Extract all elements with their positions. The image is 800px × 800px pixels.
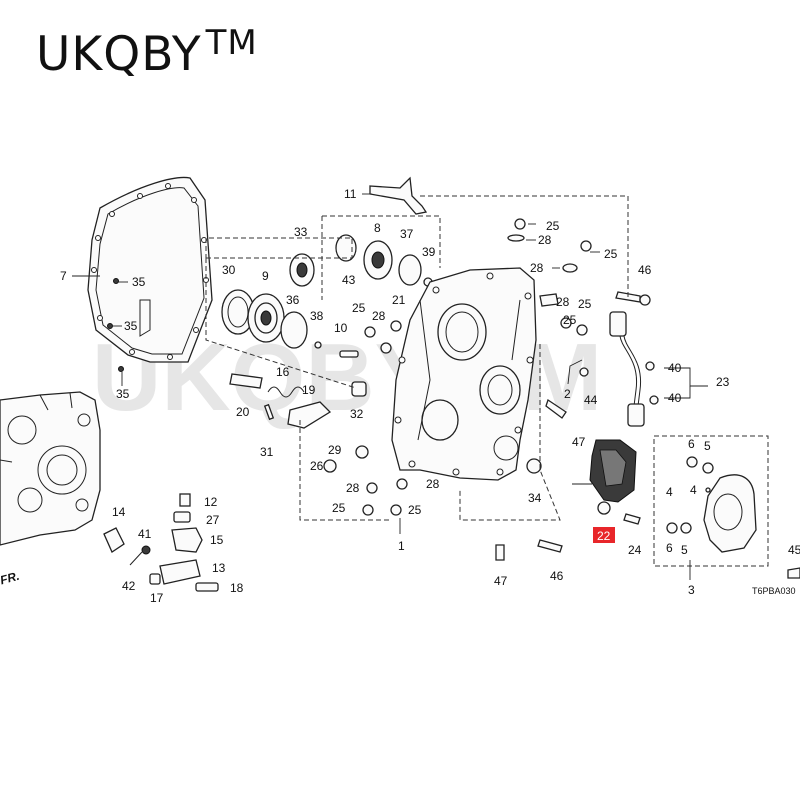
label-23: 23 [716, 375, 730, 389]
label-28e: 28 [346, 481, 360, 495]
cover-bolts [323, 218, 651, 561]
label-43: 43 [342, 273, 356, 287]
gasket [87, 176, 213, 363]
shift-parts [229, 373, 332, 429]
label-13: 13 [212, 561, 226, 575]
label-5a: 5 [704, 439, 711, 453]
label-16: 16 [276, 365, 290, 379]
label-25e: 25 [332, 501, 346, 515]
label-1: 1 [398, 539, 405, 553]
part-labels: 1 2 3 4 4 5 5 6 6 7 8 9 10 11 12 13 14 1… [60, 187, 800, 605]
label-47b: 47 [494, 574, 508, 588]
label-20: 20 [236, 405, 250, 419]
label-35a: 35 [132, 275, 146, 289]
label-25a: 25 [546, 219, 560, 233]
brand-trademark: TM [205, 23, 258, 63]
label-35b: 35 [124, 319, 138, 333]
label-2: 2 [564, 387, 571, 401]
gasket-bolt-holes [91, 183, 209, 360]
label-29: 29 [328, 443, 342, 457]
right-cover [703, 474, 757, 553]
label-11: 11 [344, 187, 357, 201]
label-6b: 6 [666, 541, 673, 555]
label-42: 42 [122, 579, 136, 593]
front-direction-label: FR. [0, 569, 21, 588]
lever-assembly [103, 493, 219, 592]
label-19: 19 [302, 383, 316, 397]
gasket-inner-edge [95, 187, 205, 355]
sensor-22 [589, 439, 637, 515]
wire-harness [609, 311, 659, 427]
label-9: 9 [262, 269, 269, 283]
label-28c: 28 [556, 295, 570, 309]
right-cover-details [666, 456, 800, 579]
label-25f: 25 [408, 503, 422, 517]
label-7: 7 [60, 269, 67, 283]
label-31: 31 [260, 445, 274, 459]
label-8: 8 [374, 221, 381, 235]
label-25c: 25 [578, 297, 592, 311]
breather-tube [369, 176, 428, 215]
label-17: 17 [150, 591, 164, 605]
label-24: 24 [628, 543, 642, 557]
label-38: 38 [310, 309, 324, 323]
label-46b: 46 [550, 569, 564, 583]
label-26: 26 [310, 459, 324, 473]
label-40b: 40 [668, 391, 682, 405]
highlighted-part-label: 22 [597, 529, 611, 543]
label-44: 44 [584, 393, 598, 407]
label-30: 30 [222, 263, 236, 277]
diagram-code: T6PBA030 [752, 586, 796, 596]
label-12: 12 [204, 495, 218, 509]
label-40a: 40 [668, 361, 682, 375]
highlight-box [593, 527, 615, 543]
label-41: 41 [138, 527, 152, 541]
label-28b: 28 [530, 261, 544, 275]
label-39: 39 [422, 245, 436, 259]
label-33: 33 [294, 225, 308, 239]
label-35c: 35 [116, 387, 130, 401]
label-28a: 28 [538, 233, 552, 247]
label-10: 10 [334, 321, 348, 335]
label-4b: 4 [690, 483, 697, 497]
label-27: 27 [206, 513, 220, 527]
side-cover-details [394, 272, 534, 476]
brand-name: UKQBY [36, 27, 202, 82]
label-3: 3 [688, 583, 695, 597]
label-36: 36 [286, 293, 300, 307]
label-47a: 47 [572, 435, 586, 449]
label-34: 34 [528, 491, 542, 505]
label-21: 21 [392, 293, 406, 307]
label-5b: 5 [681, 543, 688, 557]
label-25g: 25 [563, 313, 577, 327]
group-boxes [205, 195, 769, 567]
gasket-pin-a [113, 278, 119, 284]
label-37: 37 [400, 227, 414, 241]
gasket-pin-b [107, 323, 113, 329]
label-25b: 25 [604, 247, 618, 261]
label-28f: 28 [426, 477, 440, 491]
label-46a: 46 [638, 263, 652, 277]
gasket-tab [139, 299, 151, 337]
label-28d: 28 [372, 309, 386, 323]
label-4a: 4 [666, 485, 673, 499]
label-14: 14 [112, 505, 126, 519]
leader-lines [72, 193, 708, 580]
housing-details [0, 392, 91, 513]
bearings-and-seals [221, 234, 433, 397]
label-25d: 25 [352, 301, 366, 315]
gasket-pin-c [118, 366, 124, 372]
transmission-housing [0, 391, 101, 546]
label-6a: 6 [688, 437, 695, 451]
label-18: 18 [230, 581, 244, 595]
label-45: 45 [788, 543, 800, 557]
label-15: 15 [210, 533, 224, 547]
label-32: 32 [350, 407, 364, 421]
